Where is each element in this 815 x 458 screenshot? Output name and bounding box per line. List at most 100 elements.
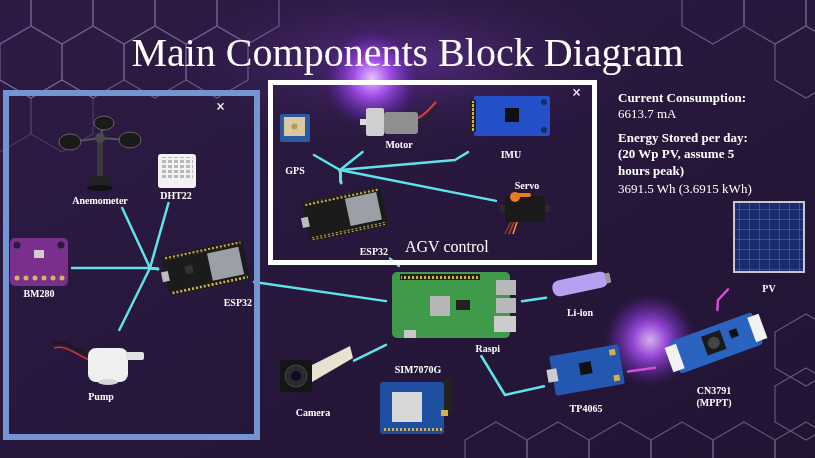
esp32-figure-part (311, 222, 386, 241)
component-label: Servo (515, 180, 539, 192)
component-box: ESP32 (298, 183, 390, 259)
component-box: DHT22 (152, 150, 200, 203)
raspberry-pi-figure-part (430, 296, 450, 316)
motor-figure (360, 102, 438, 136)
hex-pattern-part (651, 422, 713, 458)
gps-figure (280, 114, 310, 142)
motor-figure-part (360, 119, 367, 125)
motor-figure-part (384, 112, 418, 134)
motor-figure-part (366, 108, 384, 136)
camera-figure-part (306, 346, 353, 382)
esp32-figure-part (345, 192, 382, 226)
esp32-figure-part (207, 247, 244, 281)
cn3791-figure-part (747, 314, 767, 343)
camera-figure-part (291, 371, 301, 381)
bm280-figure-part (42, 276, 47, 281)
hex-pattern-part (465, 422, 527, 458)
hex-pattern-part (0, 0, 31, 44)
component-label: Anemometer (72, 195, 128, 207)
esp32-figure-part (301, 217, 310, 228)
esp32-figure (158, 240, 250, 297)
note-text: Current Consumption: (618, 90, 746, 106)
connector-line (628, 368, 655, 372)
esp32-figure-part (184, 265, 193, 274)
hex-pattern-part (775, 368, 815, 440)
anemometer-figure-part (87, 185, 113, 191)
component-label: SIM7070G (395, 364, 442, 376)
raspberry-pi-figure-part (392, 272, 510, 338)
pump-figure-part (88, 348, 128, 382)
component-box: CN3791 (MPPT) (655, 310, 773, 410)
servo-figure (500, 192, 550, 234)
camera-figure-part (280, 360, 312, 392)
connector-line (254, 282, 386, 301)
note-text: Energy Stored per day: (20 Wp PV, assume… (618, 130, 760, 179)
sim7070g-figure-part (380, 382, 444, 434)
bm280-figure-part (58, 242, 65, 249)
pump-figure-part (98, 379, 118, 385)
hex-pattern-part (527, 422, 589, 458)
imu-figure-part (541, 99, 547, 105)
bm280-figure-part (51, 276, 56, 281)
component-label: Raspi (476, 343, 500, 355)
anemometer-figure-part (59, 134, 81, 150)
dht22-figure-part (161, 157, 193, 179)
group-panel: GPSMotorIMUServoESP32×AGV control (268, 80, 597, 265)
bm280-figure-part (33, 276, 38, 281)
hex-pattern-part (775, 422, 815, 458)
raspberry-pi-figure-part (401, 275, 479, 279)
hex-pattern-part (713, 422, 775, 458)
component-box: IMU (468, 90, 554, 162)
sim7070g-figure-part (382, 428, 442, 431)
solar-panel-figure (734, 202, 804, 272)
bm280-figure (10, 238, 68, 286)
sim7070g-figure (380, 378, 452, 434)
li-ion-figure (551, 270, 612, 298)
sim7070g-figure-part (441, 410, 448, 416)
pump-figure-part (54, 347, 90, 360)
component-label: IMU (501, 149, 522, 161)
tp4065-figure-part (546, 368, 558, 383)
imu-figure-part (474, 96, 550, 136)
component-label: TP4065 (570, 403, 603, 415)
component-label: Camera (296, 407, 330, 419)
component-box: Raspi (386, 266, 522, 356)
pump-figure-part (126, 352, 144, 360)
bm280-figure-part (15, 276, 20, 281)
note-text: 3691.5 Wh (3.6915 kWh) (618, 181, 752, 197)
tp4065-figure-part (613, 374, 620, 381)
component-label: Li-ion (567, 307, 593, 319)
anemometer-figure-part (119, 132, 141, 148)
hex-pattern (465, 314, 815, 458)
bm280-figure-part (14, 242, 21, 249)
hex-pattern-part (31, 0, 93, 44)
sim7070g-figure-part (392, 392, 422, 422)
group-panel: Anemometer DHT22BM280ESP32Pump × (3, 90, 260, 440)
component-label: ESP32 (224, 297, 252, 309)
cn3791-figure-part (665, 344, 685, 373)
esp32-figure (298, 186, 388, 243)
component-label: Pump (88, 391, 114, 403)
component-box: Li-ion (546, 266, 614, 320)
imu-figure-part (470, 100, 476, 132)
imu-figure-part (505, 108, 519, 122)
component-label: ESP32 (360, 246, 388, 258)
anemometer-figure-part (97, 140, 103, 180)
component-label: GPS (285, 165, 304, 177)
panel-text: × (216, 98, 225, 116)
imu-figure (470, 96, 550, 136)
esp32-figure-part (302, 186, 389, 242)
imu-figure-part (471, 101, 475, 131)
component-label: BM280 (23, 288, 54, 300)
imu-figure-part (541, 127, 547, 133)
hex-pattern-part (744, 0, 806, 44)
connector-line (354, 345, 386, 361)
hex-pattern-part (806, 0, 815, 44)
esp32-figure-part (171, 276, 248, 295)
hex-pattern-part (775, 26, 815, 98)
raspberry-pi-figure-part (496, 298, 516, 313)
anemometer-figure-part (94, 116, 114, 130)
